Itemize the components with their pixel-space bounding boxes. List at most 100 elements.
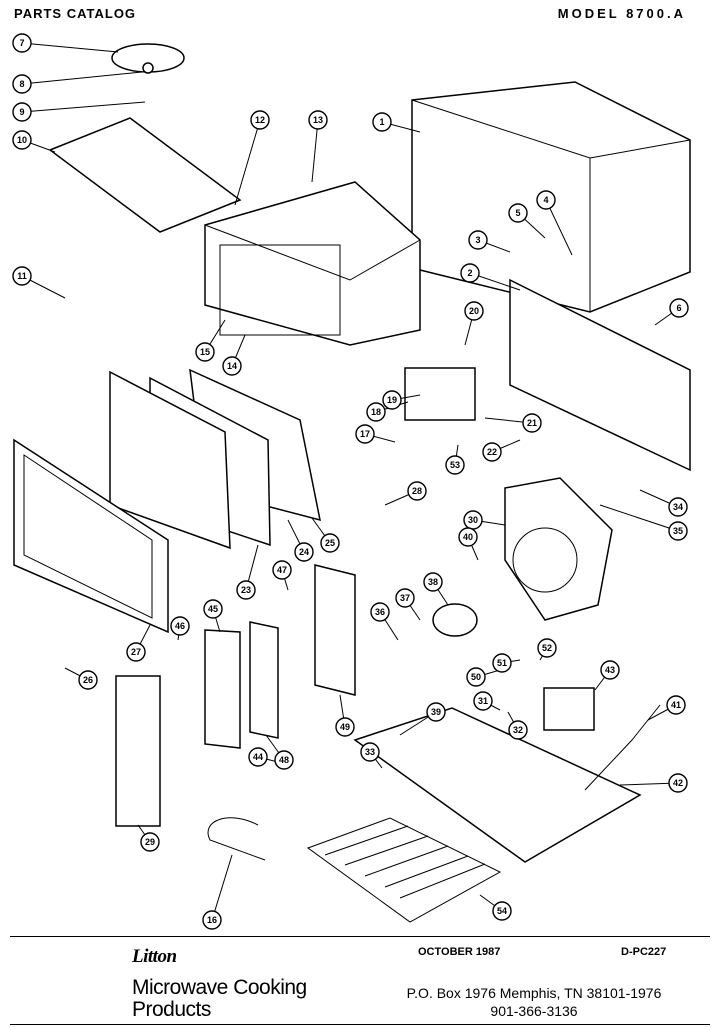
blower-housing [504, 477, 613, 621]
callout-11: 11 [12, 266, 32, 286]
callout-49: 49 [335, 717, 355, 737]
base-plate [353, 707, 642, 863]
transformer [543, 687, 595, 731]
callout-number: 54 [497, 906, 507, 916]
callout-number: 17 [360, 429, 370, 439]
callout-number: 1 [379, 117, 384, 127]
back-panel [509, 278, 691, 472]
callout-25: 25 [320, 533, 340, 553]
callout-number: 34 [673, 502, 683, 512]
callout-41: 41 [666, 695, 686, 715]
callout-number: 48 [279, 755, 289, 765]
callout-leader-7 [21, 42, 119, 53]
callout-44: 44 [248, 747, 268, 767]
callout-number: 49 [340, 722, 350, 732]
callout-35: 35 [668, 521, 688, 541]
power-cord [584, 704, 661, 791]
callout-number: 32 [513, 725, 523, 735]
callout-number: 24 [299, 547, 309, 557]
callout-number: 53 [450, 460, 460, 470]
callout-number: 27 [131, 647, 141, 657]
callout-number: 43 [605, 665, 615, 675]
brand-logo: Litton [132, 946, 177, 967]
callout-number: 29 [145, 837, 155, 847]
callout-36: 36 [370, 602, 390, 622]
oven-cavity [204, 181, 421, 346]
callout-26: 26 [78, 670, 98, 690]
callout-18: 18 [366, 402, 386, 422]
callout-number: 26 [83, 675, 93, 685]
top-plate [48, 117, 242, 233]
callout-12: 12 [250, 110, 270, 130]
door-frames [109, 368, 321, 550]
callout-number: 5 [515, 208, 520, 218]
callout-number: 15 [200, 347, 210, 357]
callout-number: 20 [469, 306, 479, 316]
callout-number: 23 [241, 585, 251, 595]
callout-29: 29 [140, 832, 160, 852]
callout-32: 32 [508, 720, 528, 740]
callout-33: 33 [360, 742, 380, 762]
product-line: Microwave Cooking Products [132, 977, 307, 1021]
callout-30: 30 [463, 510, 483, 530]
footer-rule-bottom [10, 1024, 710, 1025]
footer-rule-top [10, 936, 710, 937]
callout-54: 54 [492, 901, 512, 921]
callout-number: 36 [375, 607, 385, 617]
callout-number: 30 [468, 515, 478, 525]
callout-2: 2 [460, 263, 480, 283]
callout-15: 15 [195, 342, 215, 362]
callout-number: 19 [387, 395, 397, 405]
callout-number: 22 [487, 447, 497, 457]
callout-number: 8 [19, 79, 24, 89]
callout-number: 7 [19, 38, 24, 48]
callout-27: 27 [126, 642, 146, 662]
callout-22: 22 [482, 442, 502, 462]
callout-3: 3 [468, 230, 488, 250]
callout-leader-4 [545, 199, 573, 256]
callout-43: 43 [600, 660, 620, 680]
callout-number: 11 [17, 271, 27, 281]
callout-42: 42 [668, 773, 688, 793]
callout-31: 31 [473, 691, 493, 711]
callout-number: 50 [471, 672, 481, 682]
callout-number: 18 [371, 407, 381, 417]
callout-34: 34 [668, 497, 688, 517]
callout-number: 21 [527, 418, 537, 428]
stirrer-fan [111, 43, 185, 74]
callout-number: 9 [19, 107, 24, 117]
callout-28: 28 [407, 481, 427, 501]
callout-number: 47 [277, 565, 287, 575]
oven-rack [306, 817, 502, 923]
callout-number: 6 [676, 303, 681, 313]
callout-24: 24 [294, 542, 314, 562]
callout-1: 1 [372, 112, 392, 132]
callout-46: 46 [170, 616, 190, 636]
callout-17: 17 [355, 424, 375, 444]
callout-number: 52 [542, 643, 552, 653]
callout-number: 14 [227, 361, 237, 371]
callout-37: 37 [395, 588, 415, 608]
callout-20: 20 [464, 301, 484, 321]
door-handle [115, 675, 161, 827]
callout-45: 45 [203, 599, 223, 619]
callout-19: 19 [382, 390, 402, 410]
callout-38: 38 [423, 572, 443, 592]
callout-number: 40 [463, 532, 473, 542]
callout-6: 6 [669, 298, 689, 318]
callout-7: 7 [12, 33, 32, 53]
callout-number: 25 [325, 538, 335, 548]
temperature-probe [207, 817, 266, 861]
callout-number: 33 [365, 747, 375, 757]
callout-leader-13 [311, 119, 319, 183]
callout-8: 8 [12, 74, 32, 94]
callout-number: 51 [497, 658, 507, 668]
address-line-2: 901-366-3136 [490, 1003, 578, 1019]
callout-number: 45 [208, 604, 218, 614]
callout-number: 35 [673, 526, 683, 536]
callout-52: 52 [537, 638, 557, 658]
callout-number: 4 [543, 195, 548, 205]
control-panels [204, 564, 356, 749]
callout-leader-16 [211, 854, 233, 921]
